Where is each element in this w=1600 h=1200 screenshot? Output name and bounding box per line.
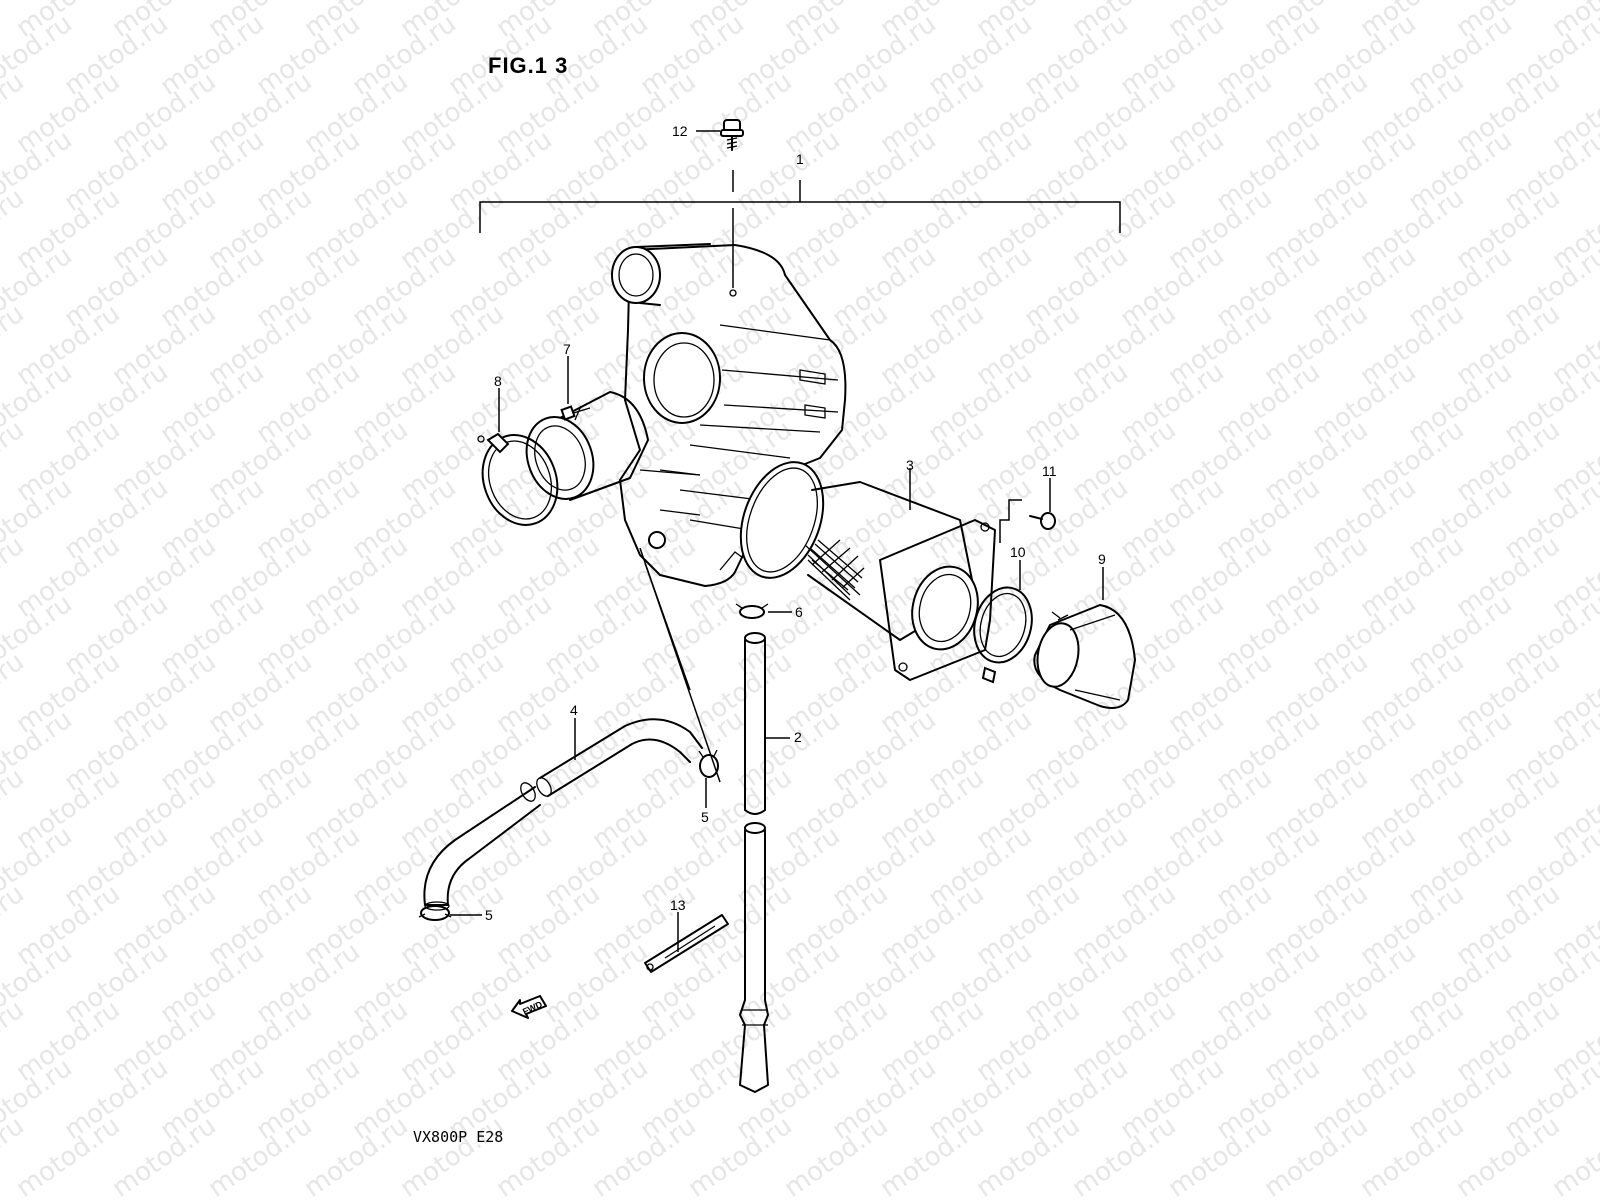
assembly-bracket [479,170,1121,288]
callout-1: 1 [796,151,804,167]
callout-3: 3 [906,457,914,473]
model-code: VX800P E28 [413,1128,503,1146]
figure-title: FIG.1 3 [488,53,568,78]
callout-9: 9 [1098,551,1106,567]
clip-part-6 [735,603,792,619]
clip-part-5-upper [698,749,719,808]
callout-4: 4 [570,702,578,718]
callout-5-lower: 5 [485,907,493,923]
breather-hose-part-4 [423,718,703,911]
callout-7: 7 [563,341,571,357]
screw-part-11 [999,478,1056,543]
callout-11: 11 [1042,463,1057,479]
clamp-part-10 [973,560,1033,684]
callout-6: 6 [795,604,803,620]
air-cleaner-housing-part-1 [611,243,847,587]
clip-part-5-lower [418,905,482,921]
callout-12: 12 [672,123,688,139]
callout-2: 2 [794,729,802,745]
screw-part-12 [696,119,744,151]
outlet-elbow-part-9 [1033,567,1136,709]
callout-5-upper: 5 [701,809,709,825]
callout-13: 13 [670,897,686,913]
callout-8: 8 [494,373,502,389]
callout-numbers: 1 2 3 4 5 5 6 7 8 9 10 11 12 13 [485,123,1106,923]
filter-mesh [807,539,865,596]
callout-10: 10 [1010,544,1026,560]
forward-arrow-icon: FWD [511,995,547,1019]
routing-lines [639,547,721,783]
strap-part-13 [644,912,729,973]
clamp-part-8 [477,388,559,526]
inlet-tube-part-7 [525,356,649,501]
drain-tube-part-2 [739,632,790,1093]
